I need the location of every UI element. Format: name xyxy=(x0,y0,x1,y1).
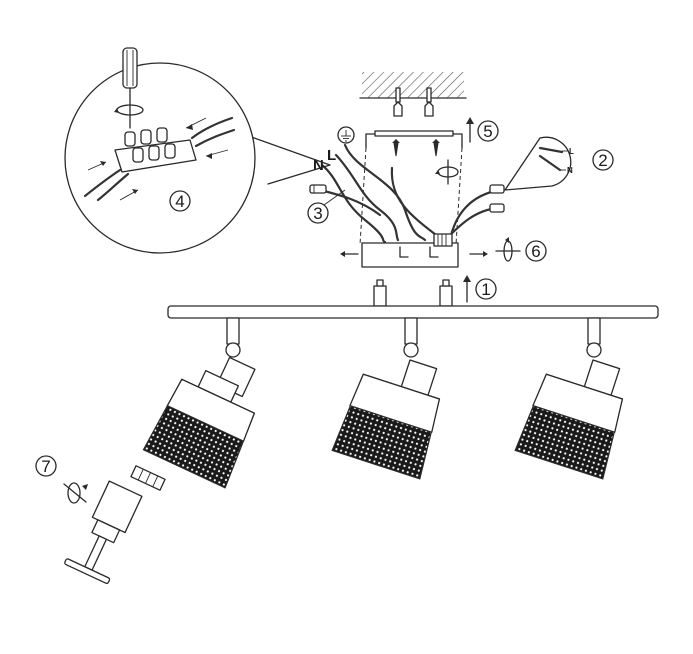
terminal-block xyxy=(114,127,197,173)
neutral-label: N xyxy=(313,157,324,174)
wall-plug-left xyxy=(393,87,403,117)
step-3-number: 3 xyxy=(313,204,322,223)
spotlight-2 xyxy=(331,317,441,480)
connection-box xyxy=(361,233,459,268)
step-4-badge: 4 xyxy=(169,190,191,212)
box-side-screw-left xyxy=(340,251,359,257)
step-2-badge: 2 xyxy=(592,149,614,171)
step-5-arrow xyxy=(466,117,474,143)
step-1-number: 1 xyxy=(481,280,490,299)
ceiling xyxy=(359,72,467,99)
stud-right xyxy=(439,279,453,307)
light-bulb xyxy=(64,480,143,585)
step-5-number: 5 xyxy=(483,122,492,141)
bracket-screw-left xyxy=(392,139,400,157)
step-7-rotate-icon xyxy=(63,482,88,504)
step-3-badge: 3 xyxy=(307,202,329,224)
screwdriver-icon xyxy=(114,47,144,129)
step-6-badge: 6 xyxy=(525,240,547,262)
step-1-arrow xyxy=(463,275,471,303)
step-1-badge: 1 xyxy=(475,278,497,300)
wire-ferrule-right xyxy=(489,184,505,213)
screw-rotate-icon xyxy=(435,159,459,185)
live-label: L xyxy=(327,147,336,164)
terminal-detail-callout: 4 xyxy=(64,47,331,254)
callout-live-label: L xyxy=(569,147,574,156)
callout-neutral-label: N xyxy=(567,166,573,175)
wire-strip-callout xyxy=(504,136,572,191)
mounting-bar xyxy=(167,305,659,319)
bracket-screw-right xyxy=(432,139,440,157)
spotlight-1 xyxy=(142,317,256,489)
step-5-badge: 5 xyxy=(477,120,499,142)
step-4-number: 4 xyxy=(175,192,184,211)
step-3-pointer xyxy=(323,189,346,206)
step-6-number: 6 xyxy=(531,242,540,261)
earth-symbol-icon xyxy=(337,126,355,144)
step-7-badge: 7 xyxy=(35,455,57,477)
step-2-number: 2 xyxy=(598,151,607,170)
box-side-screw-right xyxy=(469,251,488,257)
spotlight-3 xyxy=(514,317,624,480)
mounting-bracket xyxy=(365,130,463,149)
stud-left xyxy=(373,279,387,307)
insert-arrows xyxy=(87,117,229,201)
step-7-number: 7 xyxy=(41,457,50,476)
wire-ferrule-left xyxy=(309,184,327,194)
step-6-rotate-icon xyxy=(495,237,521,262)
wall-plug-right xyxy=(424,87,434,117)
supply-wires xyxy=(318,143,502,244)
lamp-holder-ring xyxy=(130,465,166,491)
